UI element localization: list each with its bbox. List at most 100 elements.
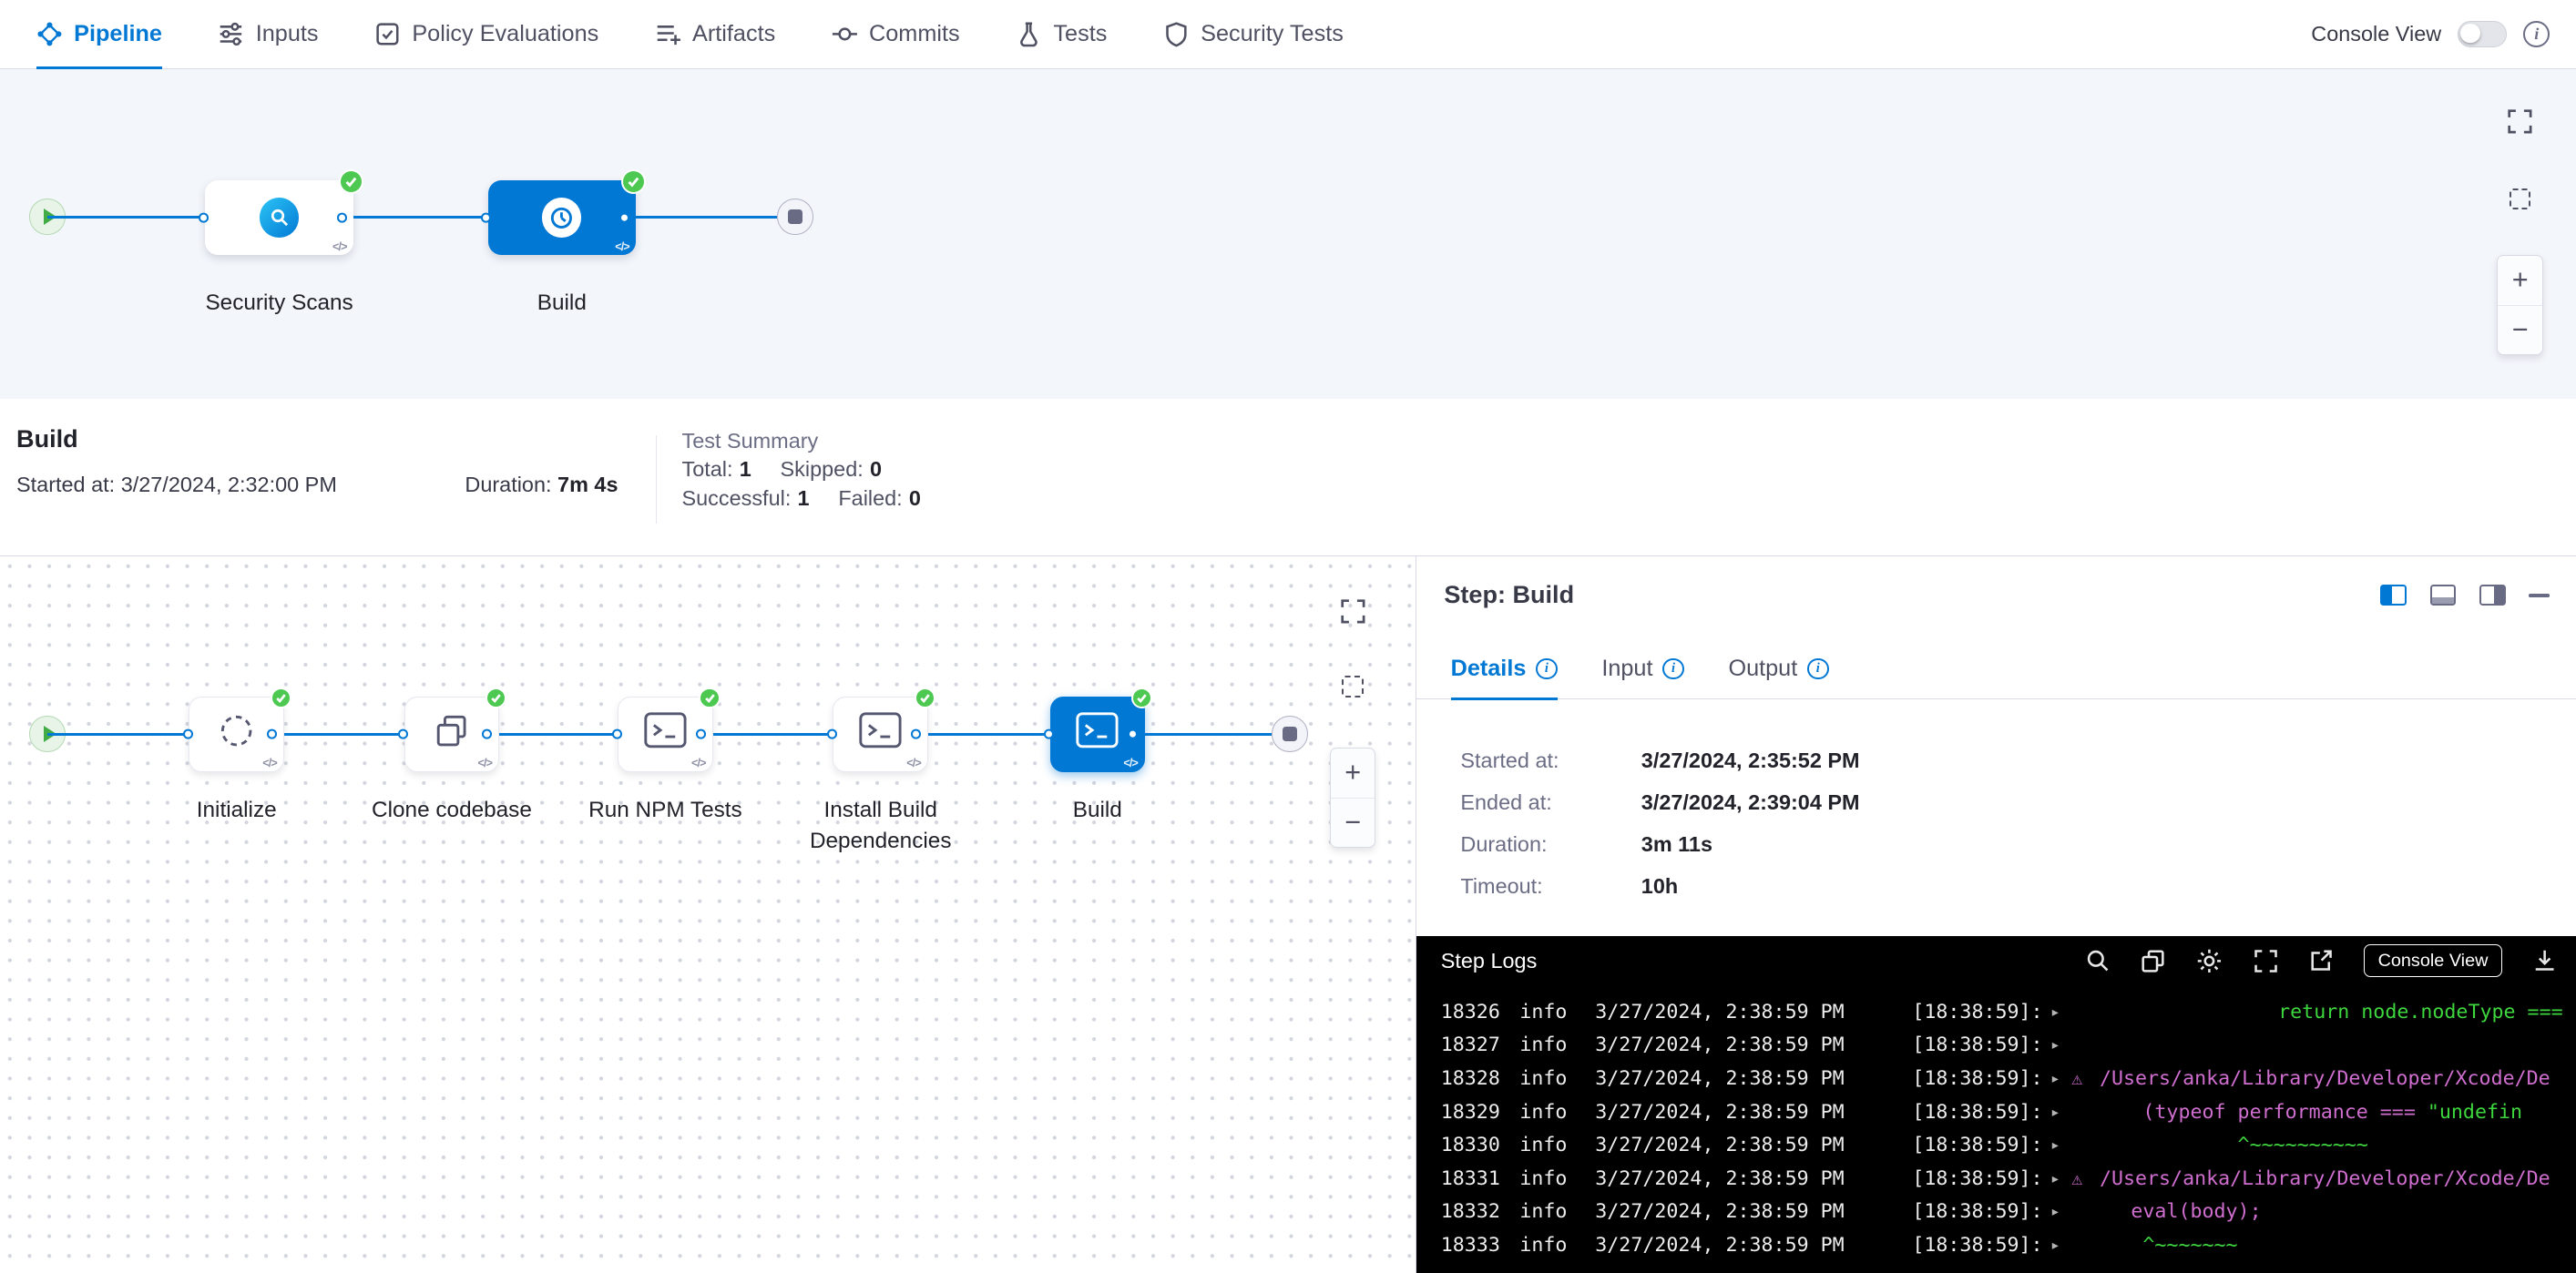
stop-icon [788,209,802,224]
success-check-icon [339,169,363,194]
caret-icon[interactable]: ▸ [2050,1136,2071,1155]
flask-icon [1016,21,1042,47]
caret-icon[interactable]: ▸ [2050,1236,2071,1255]
info-icon[interactable]: i [1807,658,1828,679]
expand-graph-button[interactable] [2500,102,2540,141]
info-icon[interactable]: i [1536,658,1557,679]
caret-icon[interactable]: ▸ [2050,1169,2071,1188]
log-line: 18326 info 3/27/2024, 2:38:59 PM [18:38:… [1441,995,2576,1029]
info-icon[interactable]: i [2523,21,2550,47]
tab-output[interactable]: Output i [1728,636,1828,698]
panel-header: Step: Build [1416,556,2576,636]
step-label[interactable]: Clone codebase [353,795,550,826]
panel-layout-controls [2380,581,2550,606]
log-level: info [1519,1234,1595,1257]
stage-label[interactable]: Security Scans [156,288,403,319]
caret-icon[interactable]: ▸ [2050,1003,2071,1022]
copy-icon[interactable] [2141,949,2165,973]
detail-value: 10h [1641,874,2576,899]
layout-left-panel-icon[interactable] [2380,585,2407,606]
log-line-number: 18330 [1441,1134,1520,1156]
started-at: Started at: 3/27/2024, 2:32:00 PM [16,473,337,497]
layout-right-panel-icon[interactable] [2479,585,2506,606]
fullscreen-icon[interactable] [2254,949,2278,973]
log-time: [18:38:59]: [1912,1067,2043,1090]
step-label[interactable]: Install Build Dependencies [782,795,979,857]
log-level: info [1519,1001,1595,1023]
stage-node-build[interactable]: </> [488,180,636,254]
step-node-run-npm-tests[interactable]: </> [618,697,713,772]
tab-label: Input [1601,656,1652,682]
caret-icon[interactable]: ▸ [2050,1069,2071,1088]
layout-bottom-panel-icon[interactable] [2430,585,2457,606]
logs-body[interactable]: 18326 info 3/27/2024, 2:38:59 PM [18:38:… [1416,985,2576,1273]
log-date: 3/27/2024, 2:38:59 PM [1595,1001,1912,1023]
tab-commits[interactable]: Commits [832,0,960,68]
tab-tests[interactable]: Tests [1016,0,1107,68]
edge [47,216,205,219]
marquee-select-button[interactable] [2500,179,2540,219]
info-icon[interactable]: i [1662,658,1683,679]
tab-details[interactable]: Details i [1451,636,1558,698]
tab-input[interactable]: Input i [1601,636,1683,698]
marquee-select-button[interactable] [1334,667,1373,706]
detail-label: Timeout: [1460,874,1641,899]
download-icon[interactable] [2533,949,2556,972]
search-icon[interactable] [2086,949,2109,972]
tab-label: Pipeline [74,21,162,47]
log-line: 18327 info 3/27/2024, 2:38:59 PM [18:38:… [1441,1029,2576,1063]
log-date: 3/27/2024, 2:38:59 PM [1595,1200,1912,1223]
caret-icon[interactable]: ▸ [2050,1035,2071,1054]
open-in-new-icon[interactable] [2310,949,2333,972]
minimize-panel-icon[interactable] [2529,594,2550,597]
step-node-build[interactable]: </> [1050,697,1146,772]
log-date: 3/27/2024, 2:38:59 PM [1595,1067,1912,1090]
connector-dot [398,729,408,739]
tab-inputs[interactable]: Inputs [218,0,318,68]
artifacts-icon [655,21,681,47]
zoom-out-button[interactable]: − [1331,798,1375,847]
zoom-controls: + − [2497,255,2543,355]
test-summary-row: Total:1 Skipped:0 [681,455,920,484]
tab-label: Output [1728,656,1797,682]
stage-title: Build [16,425,2576,453]
log-line-number: 18329 [1441,1101,1520,1124]
expand-graph-button[interactable] [1334,591,1373,630]
log-line: 18331 info 3/27/2024, 2:38:59 PM [18:38:… [1441,1162,2576,1196]
settings-gear-icon[interactable] [2196,948,2223,974]
step-node-clone-codebase[interactable]: </> [404,697,500,772]
edge [1145,733,1272,736]
console-view-button[interactable]: Console View [2364,944,2502,977]
log-content: eval(body); [2071,1200,2261,1223]
stage-node-security-scans[interactable]: </> [205,180,353,254]
step-label[interactable]: Run NPM Tests [567,795,763,826]
logs-toolbar: Console View [2086,944,2556,977]
zoom-out-button[interactable]: − [2498,305,2542,354]
pipeline-stage-graph: </> </> Security Scans Build + − [0,69,2576,400]
step-node-initialize[interactable]: </> [189,697,284,772]
detail-value: 3/27/2024, 2:35:52 PM [1641,749,2576,773]
step-label[interactable]: Initialize [138,795,335,826]
terminal-icon [1076,712,1119,756]
log-time: [18:38:59]: [1912,1234,2043,1257]
detail-label: Duration: [1460,832,1641,857]
zoom-in-button[interactable]: + [1331,749,1375,798]
detail-label: Started at: [1460,749,1641,773]
build-stage-icon [542,198,581,237]
tab-policy-evaluations[interactable]: Policy Evaluations [374,0,598,68]
zoom-in-button[interactable]: + [2498,256,2542,305]
tab-artifacts[interactable]: Artifacts [655,0,776,68]
caret-icon[interactable]: ▸ [2050,1202,2071,1221]
tab-label: Commits [869,21,960,47]
caret-icon[interactable]: ▸ [2050,1103,2071,1122]
log-time: [18:38:59]: [1912,1001,2043,1023]
log-line: 18329 info 3/27/2024, 2:38:59 PM [18:38:… [1441,1095,2576,1129]
security-scan-icon [260,198,299,237]
stage-label[interactable]: Build [439,288,686,319]
connector-dot [1128,729,1138,739]
tab-pipeline[interactable]: Pipeline [36,0,162,68]
step-label[interactable]: Build [999,795,1196,826]
step-node-install-build-dependencies[interactable]: </> [833,697,928,772]
tab-security-tests[interactable]: Security Tests [1163,0,1344,68]
console-view-toggle[interactable] [2458,21,2507,47]
